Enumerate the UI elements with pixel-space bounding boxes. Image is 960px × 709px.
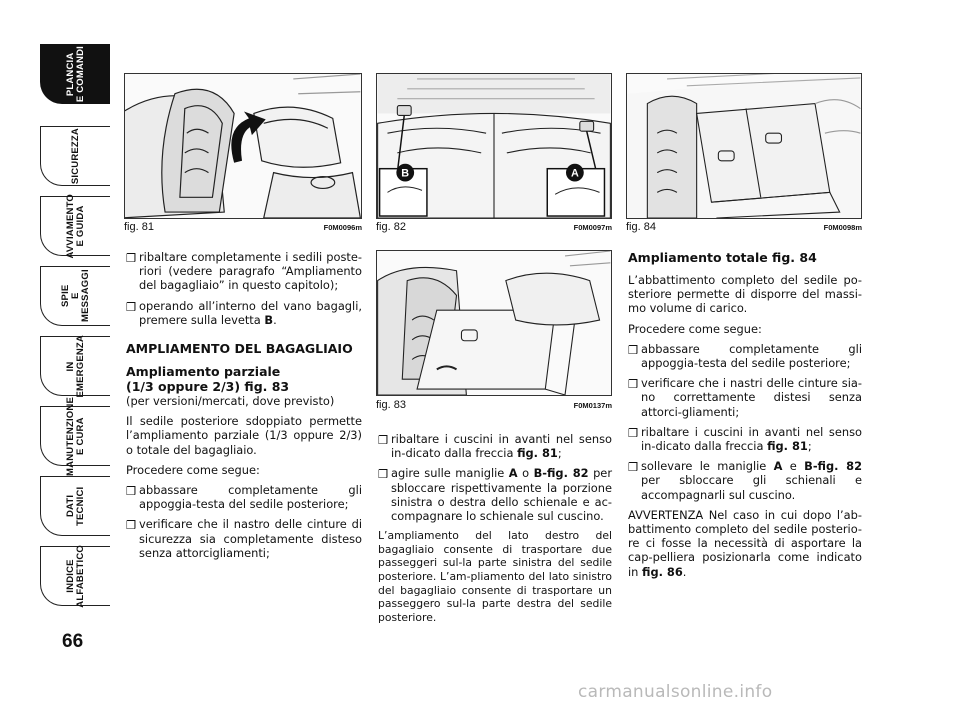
figure-81-caption: fig. 81 — [124, 221, 154, 233]
text-column-2: ❒ribaltare i cuscini in avanti nel senso… — [378, 432, 612, 630]
tab-indice-alfabetico[interactable]: INDICE ALFABETICO — [40, 545, 110, 607]
figure-82-caption: fig. 82 — [376, 221, 406, 233]
figure-82-illustration: B A — [376, 73, 612, 219]
seat-fold-illustration — [125, 74, 361, 218]
figure-82: B A fig. 82 F0M0097m — [376, 73, 612, 235]
paragraph: L’ampliamento del lato destro del bagagl… — [378, 529, 612, 624]
bullet-icon: ❒ — [628, 425, 639, 440]
list-item: ❒ribaltare completamente i sedili poste-… — [126, 250, 362, 293]
bullet-icon: ❒ — [126, 251, 137, 265]
figure-83-code: F0M0137m — [573, 401, 612, 410]
label-b-marker — [396, 163, 415, 182]
figure-81-illustration — [124, 73, 362, 219]
bullet-icon: ❒ — [126, 299, 137, 314]
bullet-icon: ❒ — [126, 484, 137, 499]
list-item: ❒agire sulle maniglie A o B-fig. 82 per … — [378, 466, 612, 524]
chapter-tabs: PLANCIA E COMANDI SICUREZZA AVVIAMENTO E… — [40, 44, 110, 624]
total-fold-illustration — [627, 74, 861, 218]
list-item: ❒operando all’interno del vano bagagli, … — [126, 298, 362, 327]
figure-84-caption: fig. 84 — [626, 221, 656, 233]
label-a: A — [571, 168, 579, 180]
section-heading: Ampliamento totale fig. 84 — [628, 250, 817, 265]
figure-84: fig. 84 F0M0098m — [626, 73, 862, 235]
list-item: ❒ribaltare i cuscini in avanti nel senso… — [628, 424, 862, 454]
versions-note: (per versioni/mercati, dove previsto) — [126, 394, 335, 409]
list-item: ❒abbassare completamente gli appoggia-te… — [126, 483, 362, 512]
tab-plancia-e-comandi[interactable]: PLANCIA E COMANDI — [40, 44, 110, 104]
tab-dati-tecnici[interactable]: DATI TECNICI — [40, 476, 110, 536]
list-item: ❒abbassare completamente gli appoggia-te… — [628, 341, 862, 371]
text-column-3: Ampliamento totale fig. 84 L’abbattiment… — [628, 250, 862, 585]
tab-sicurezza[interactable]: SICUREZZA — [40, 126, 110, 186]
bullet-icon: ❒ — [628, 342, 639, 357]
figure-84-illustration — [626, 73, 862, 219]
subsection-heading: Ampliamento parziale — [126, 364, 281, 380]
paragraph: Procedere come segue: — [628, 321, 762, 336]
tab-spie-e-messaggi[interactable]: SPIE E MESSAGGI — [40, 266, 110, 326]
seat-handles-illustration: B A — [377, 74, 611, 218]
paragraph: Il sedile posteriore sdoppiato permette … — [126, 414, 362, 457]
warning-paragraph: AVVERTENZA Nel caso in cui dopo l’ab-bat… — [628, 507, 862, 579]
page-number: 66 — [62, 631, 84, 652]
figure-82-code: F0M0097m — [573, 223, 612, 232]
tab-manutenzione-e-cura[interactable]: MANUTENZIONE E CURA — [40, 397, 110, 475]
list-item: ❒verificare che il nastro delle cinture … — [126, 517, 362, 560]
partial-fold-illustration — [377, 251, 611, 395]
tab-in-emergenza[interactable]: IN EMERGENZA — [40, 335, 110, 397]
label-b: B — [401, 168, 409, 180]
list-item: ❒verificare che i nastri delle cinture s… — [628, 376, 862, 419]
list-item: ❒sollevare le maniglie A e B-fig. 82 per… — [628, 459, 863, 502]
rotation-arrow-icon — [231, 111, 266, 163]
paragraph: L’abbattimento completo del sedile po-st… — [628, 273, 862, 316]
bullet-icon: ❒ — [628, 377, 639, 392]
label-a-marker — [566, 163, 584, 182]
watermark: carmanualsonline.info — [578, 682, 773, 702]
paragraph: Procedere come segue: — [126, 462, 260, 477]
figure-83-caption: fig. 83 — [376, 399, 406, 411]
figure-81: fig. 81 F0M0096m — [124, 73, 362, 235]
list-item: ❒ribaltare i cuscini in avanti nel senso… — [378, 432, 612, 461]
bullet-icon: ❒ — [126, 518, 137, 533]
tab-avviamento-e-guida[interactable]: AVVIAMENTO E GUIDA — [40, 194, 110, 258]
text-column-1: ❒ribaltare completamente i sedili poste-… — [126, 250, 362, 566]
figure-81-code: F0M0096m — [323, 223, 362, 232]
subsection-heading-detail: (1/3 oppure 2/3) fig. 83 — [126, 379, 290, 395]
figure-83: fig. 83 F0M0137m — [376, 250, 612, 413]
figure-83-illustration — [376, 250, 612, 396]
section-heading: AMPLIAMENTO DEL BAGAGLIAIO — [126, 341, 353, 357]
bullet-icon: ❒ — [378, 433, 389, 447]
bullet-icon: ❒ — [378, 467, 389, 482]
figure-84-code: F0M0098m — [823, 223, 862, 232]
bullet-icon: ❒ — [628, 460, 639, 475]
